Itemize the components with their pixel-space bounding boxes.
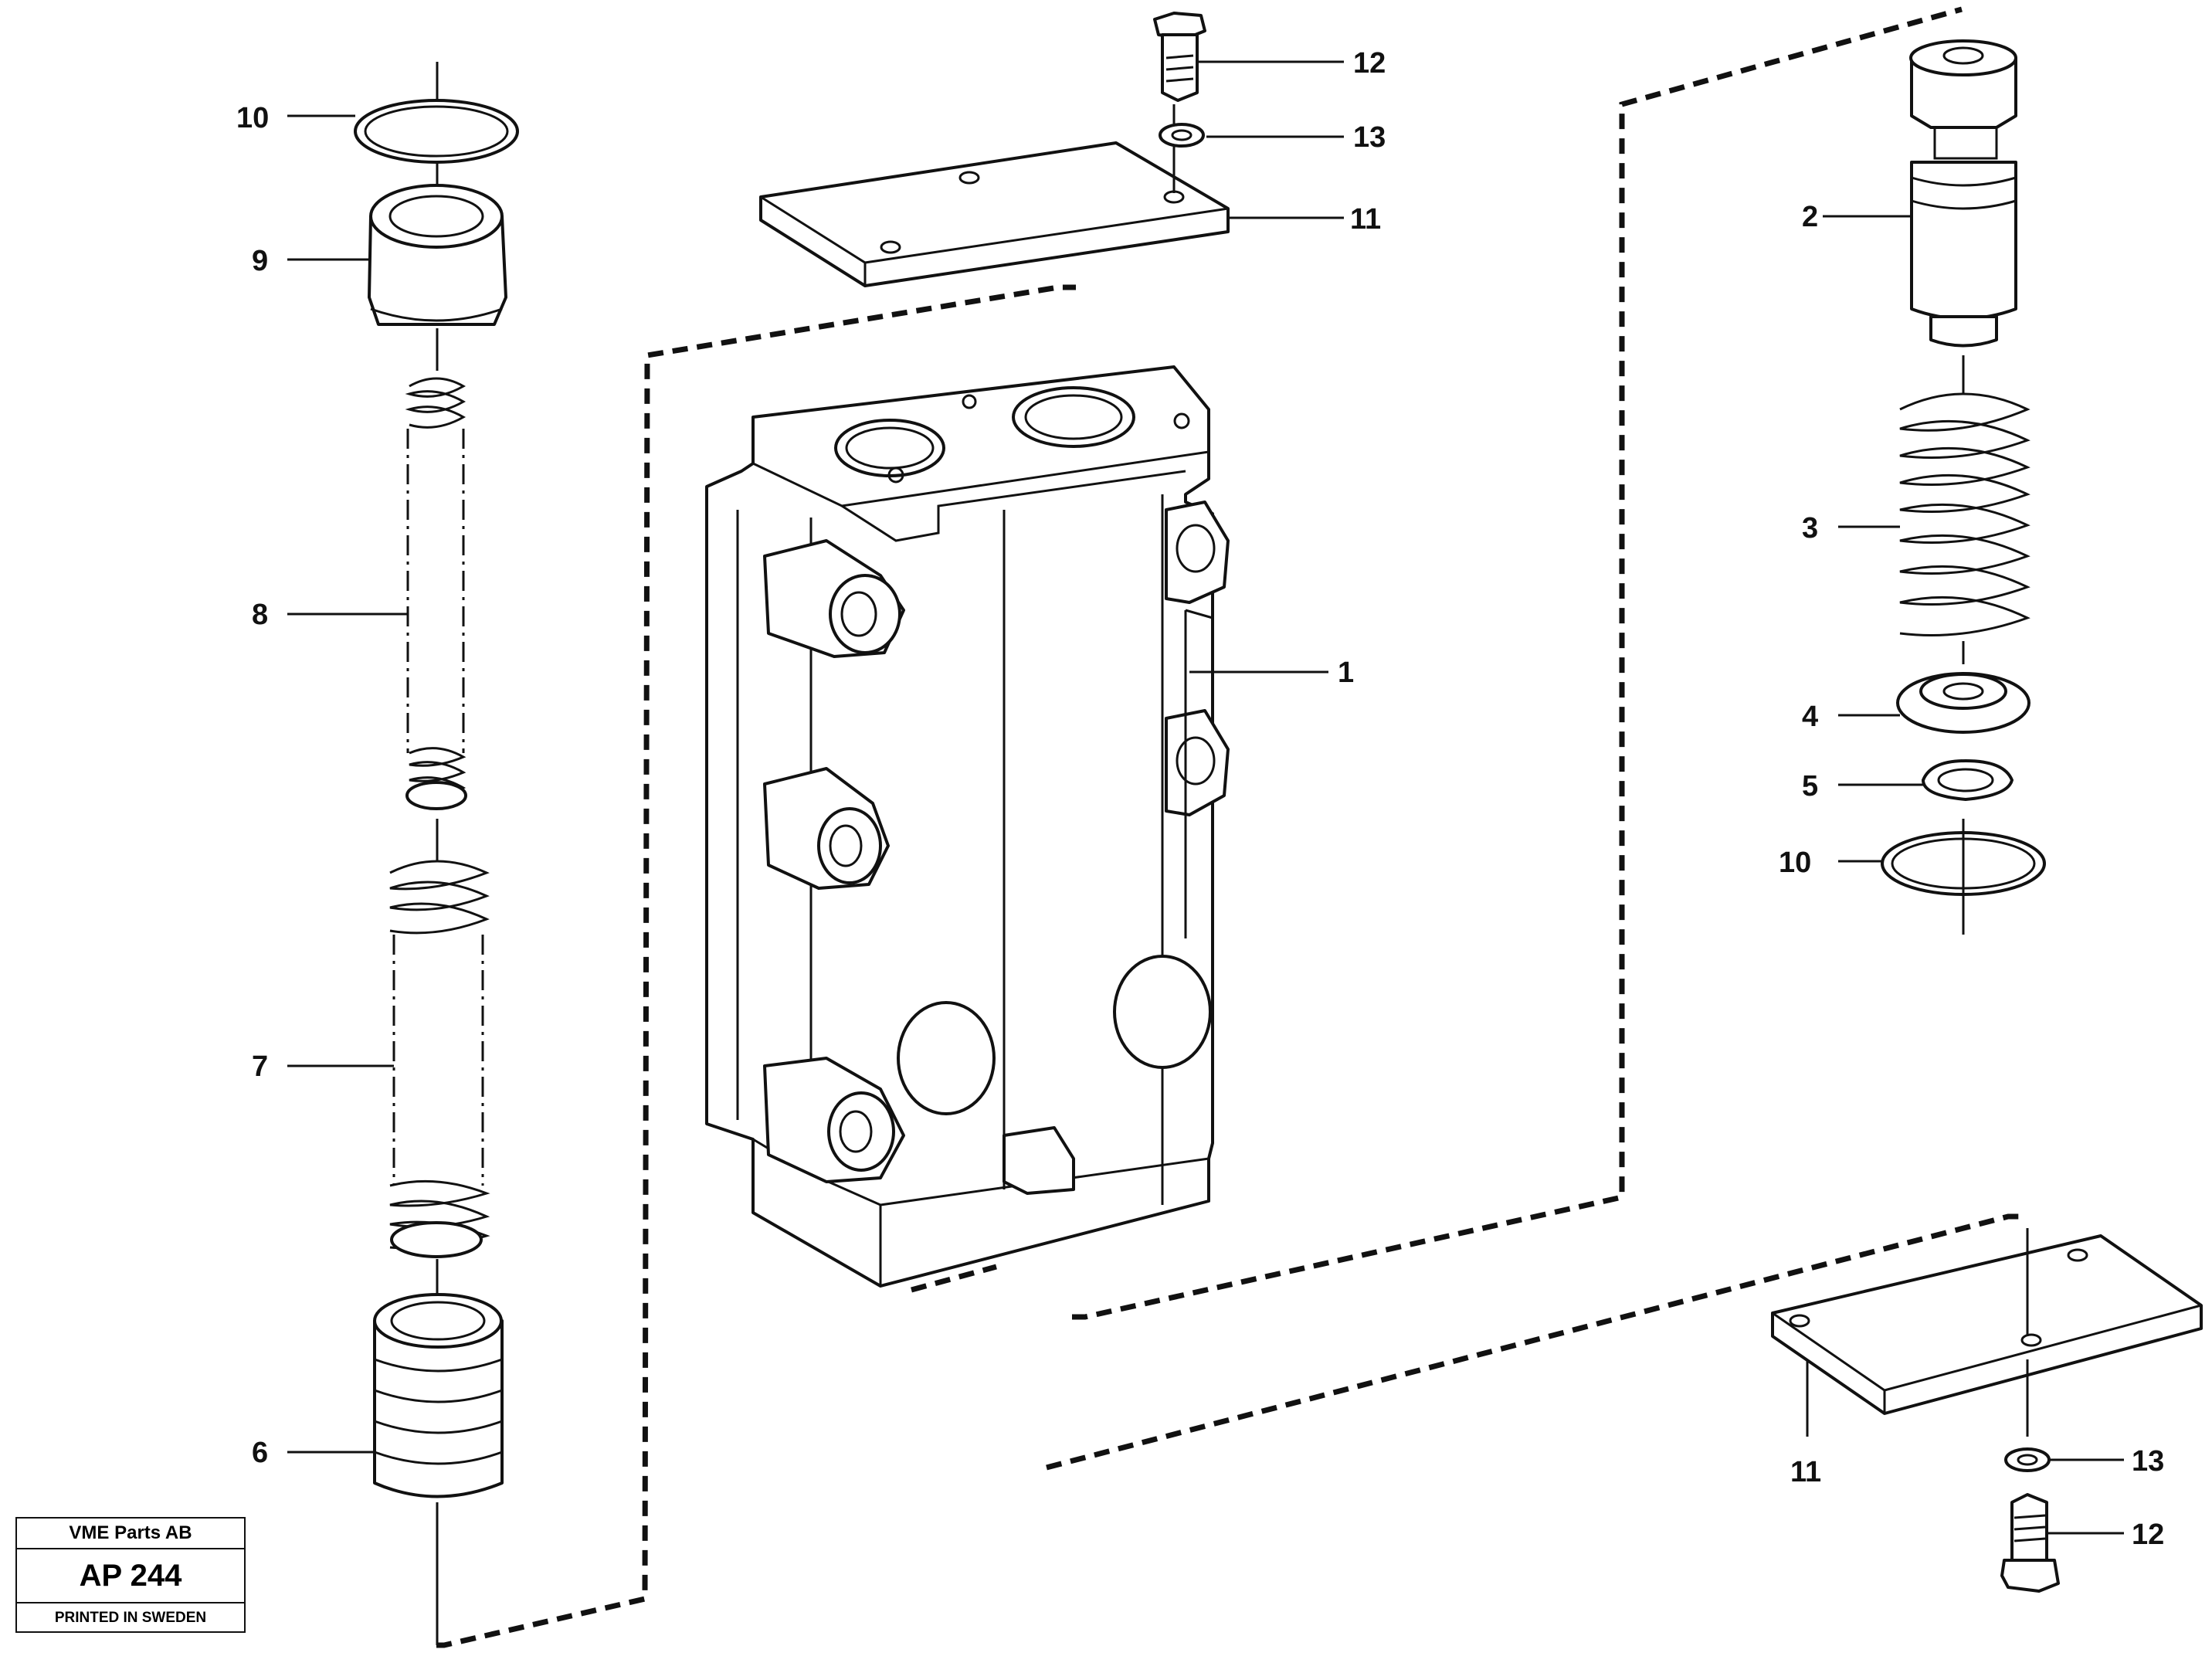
callout-6: 6	[252, 1437, 268, 1469]
callout-10-right: 10	[1779, 847, 1811, 879]
callout-11-top: 11	[1350, 203, 1381, 236]
stamp-company: VME Parts AB	[17, 1519, 244, 1549]
callout-13-bottom: 13	[2132, 1445, 2164, 1478]
callout-12-top: 12	[1353, 47, 1386, 80]
callout-11-bottom: 11	[1790, 1456, 1821, 1488]
callout-numbers: 10 9 8 7 6 12 13 11 1 2 3 4 5 10 11 13 1…	[236, 47, 2164, 1551]
stamp-code: AP 244	[17, 1549, 244, 1603]
top-cover-plate	[759, 141, 1230, 287]
callout-12-bottom: 12	[2132, 1519, 2164, 1551]
bottom-bolt-and-washer	[2000, 1447, 2060, 1593]
callout-1: 1	[1338, 657, 1354, 689]
left-part-stack	[354, 62, 519, 1645]
assembly-dashed-lines	[436, 6, 2024, 1648]
callout-10-left: 10	[236, 102, 269, 134]
title-stamp: VME Parts AB AP 244 PRINTED IN SWEDEN	[15, 1517, 246, 1633]
callout-4: 4	[1802, 701, 1818, 733]
callout-8: 8	[252, 599, 268, 631]
bottom-cover-plate	[1771, 1228, 2203, 1437]
callout-7: 7	[252, 1050, 268, 1083]
callout-9: 9	[252, 245, 268, 277]
callout-5: 5	[1802, 770, 1818, 803]
valve-housing	[705, 365, 1230, 1288]
callout-13-top: 13	[1353, 121, 1386, 154]
callout-3: 3	[1802, 512, 1818, 545]
stamp-printed: PRINTED IN SWEDEN	[54, 1610, 207, 1626]
top-bolt-and-washer	[1153, 12, 1206, 193]
callout-2: 2	[1802, 201, 1818, 233]
callout-leaders	[287, 60, 2124, 1535]
right-part-stack	[1881, 39, 2046, 935]
